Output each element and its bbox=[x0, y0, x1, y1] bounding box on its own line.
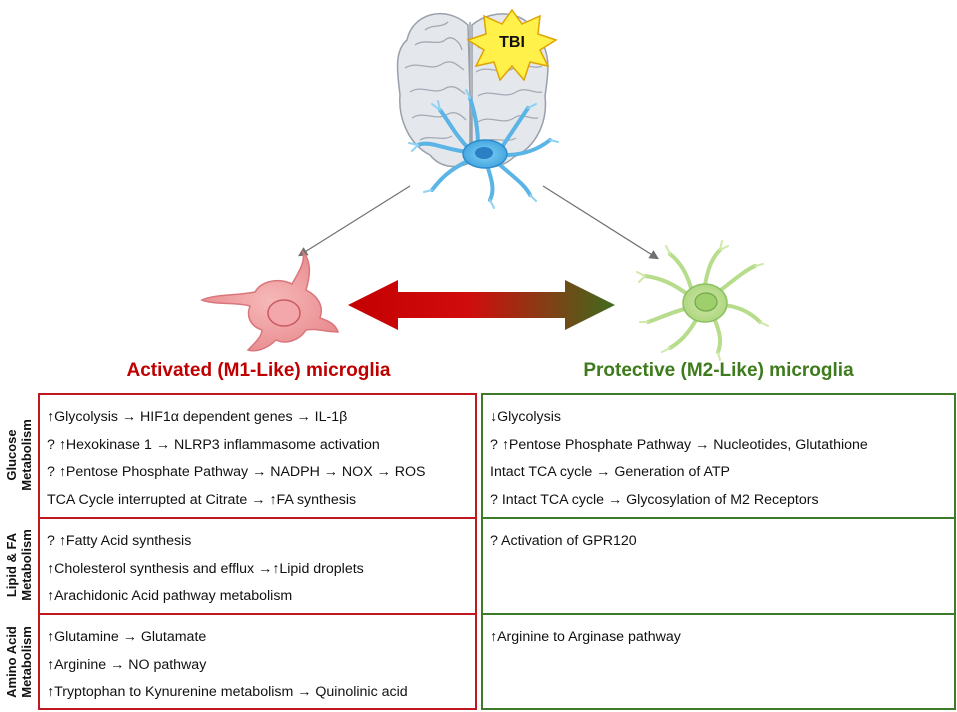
list-item: ? ↑Pentose Phosphate Pathway → NADPH → N… bbox=[47, 464, 426, 480]
row-label-amino: Amino Acid Metabolism bbox=[0, 613, 38, 710]
list-item: ? ↑Hexokinase 1 → NLRP3 inflammasome act… bbox=[47, 436, 380, 453]
m2-panel: ↓Glycolysis ? ↑Pentose Phosphate Pathway… bbox=[481, 393, 956, 710]
m1-lipid-section: ? ↑Fatty Acid synthesis ↑Cholesterol syn… bbox=[40, 517, 475, 613]
row-label-glucose-line1: Glucose bbox=[4, 429, 19, 481]
m2-amino-section: ↑Arginine to Arginase pathway bbox=[483, 613, 954, 708]
m2-lipid-section: ? Activation of GPR120 bbox=[483, 517, 954, 613]
list-item: ? ↑Pentose Phosphate Pathway → Nucleotid… bbox=[490, 436, 868, 453]
list-item: ↓Glycolysis bbox=[490, 409, 561, 425]
list-item: ↑Arachidonic Acid pathway metabolism bbox=[47, 588, 293, 604]
row-label-lipid-line2: Metabolism bbox=[19, 529, 34, 601]
tbi-star-icon bbox=[466, 8, 558, 82]
tbi-label: TBI bbox=[499, 34, 525, 51]
list-item: ↑Arginine to Arginase pathway bbox=[490, 629, 681, 645]
row-label-lipid-line1: Lipid & FA bbox=[4, 532, 19, 598]
m2-microglia-icon bbox=[636, 240, 769, 361]
blue-microglia-icon bbox=[408, 89, 559, 209]
branch-arrows bbox=[297, 185, 660, 260]
double-arrow-icon bbox=[348, 280, 615, 330]
m1-heading: Activated (M1-Like) microglia bbox=[126, 360, 391, 381]
m1-microglia-icon bbox=[200, 249, 340, 352]
m1-glucose-section: ↑Glycolysis → HIF1α dependent genes → IL… bbox=[40, 395, 475, 519]
list-item: ↑Cholesterol synthesis and efflux →↑Lipi… bbox=[47, 560, 364, 577]
list-item: ? Activation of GPR120 bbox=[490, 533, 637, 549]
list-item: ↑Tryptophan to Kynurenine metabolism → Q… bbox=[47, 684, 408, 700]
list-item: ↑Glycolysis → HIF1α dependent genes → IL… bbox=[47, 409, 348, 425]
m1-amino-section: ↑Glutamine → Glutamate ↑Arginine → NO pa… bbox=[40, 613, 475, 708]
m2-glucose-section: ↓Glycolysis ? ↑Pentose Phosphate Pathway… bbox=[483, 395, 954, 519]
list-item: ↑Arginine → NO pathway bbox=[47, 656, 207, 673]
list-item: ↑Glutamine → Glutamate bbox=[47, 629, 207, 645]
row-label-glucose-line2: Metabolism bbox=[19, 419, 34, 491]
m1-panel: ↑Glycolysis → HIF1α dependent genes → IL… bbox=[38, 393, 477, 710]
list-item: ? ↑Fatty Acid synthesis bbox=[47, 533, 192, 549]
row-label-amino-line1: Amino Acid bbox=[4, 625, 19, 698]
row-label-lipid: Lipid & FA Metabolism bbox=[0, 517, 38, 613]
m2-heading: Protective (M2-Like) microglia bbox=[583, 360, 854, 381]
row-label-amino-line2: Metabolism bbox=[19, 625, 34, 698]
list-item: TCA Cycle interrupted at Citrate → ↑FA s… bbox=[47, 491, 357, 508]
list-item: Intact TCA cycle → Generation of ATP bbox=[490, 464, 730, 480]
row-label-glucose: Glucose Metabolism bbox=[0, 393, 38, 517]
list-item: ? Intact TCA cycle → Glycosylation of M2… bbox=[490, 491, 819, 508]
